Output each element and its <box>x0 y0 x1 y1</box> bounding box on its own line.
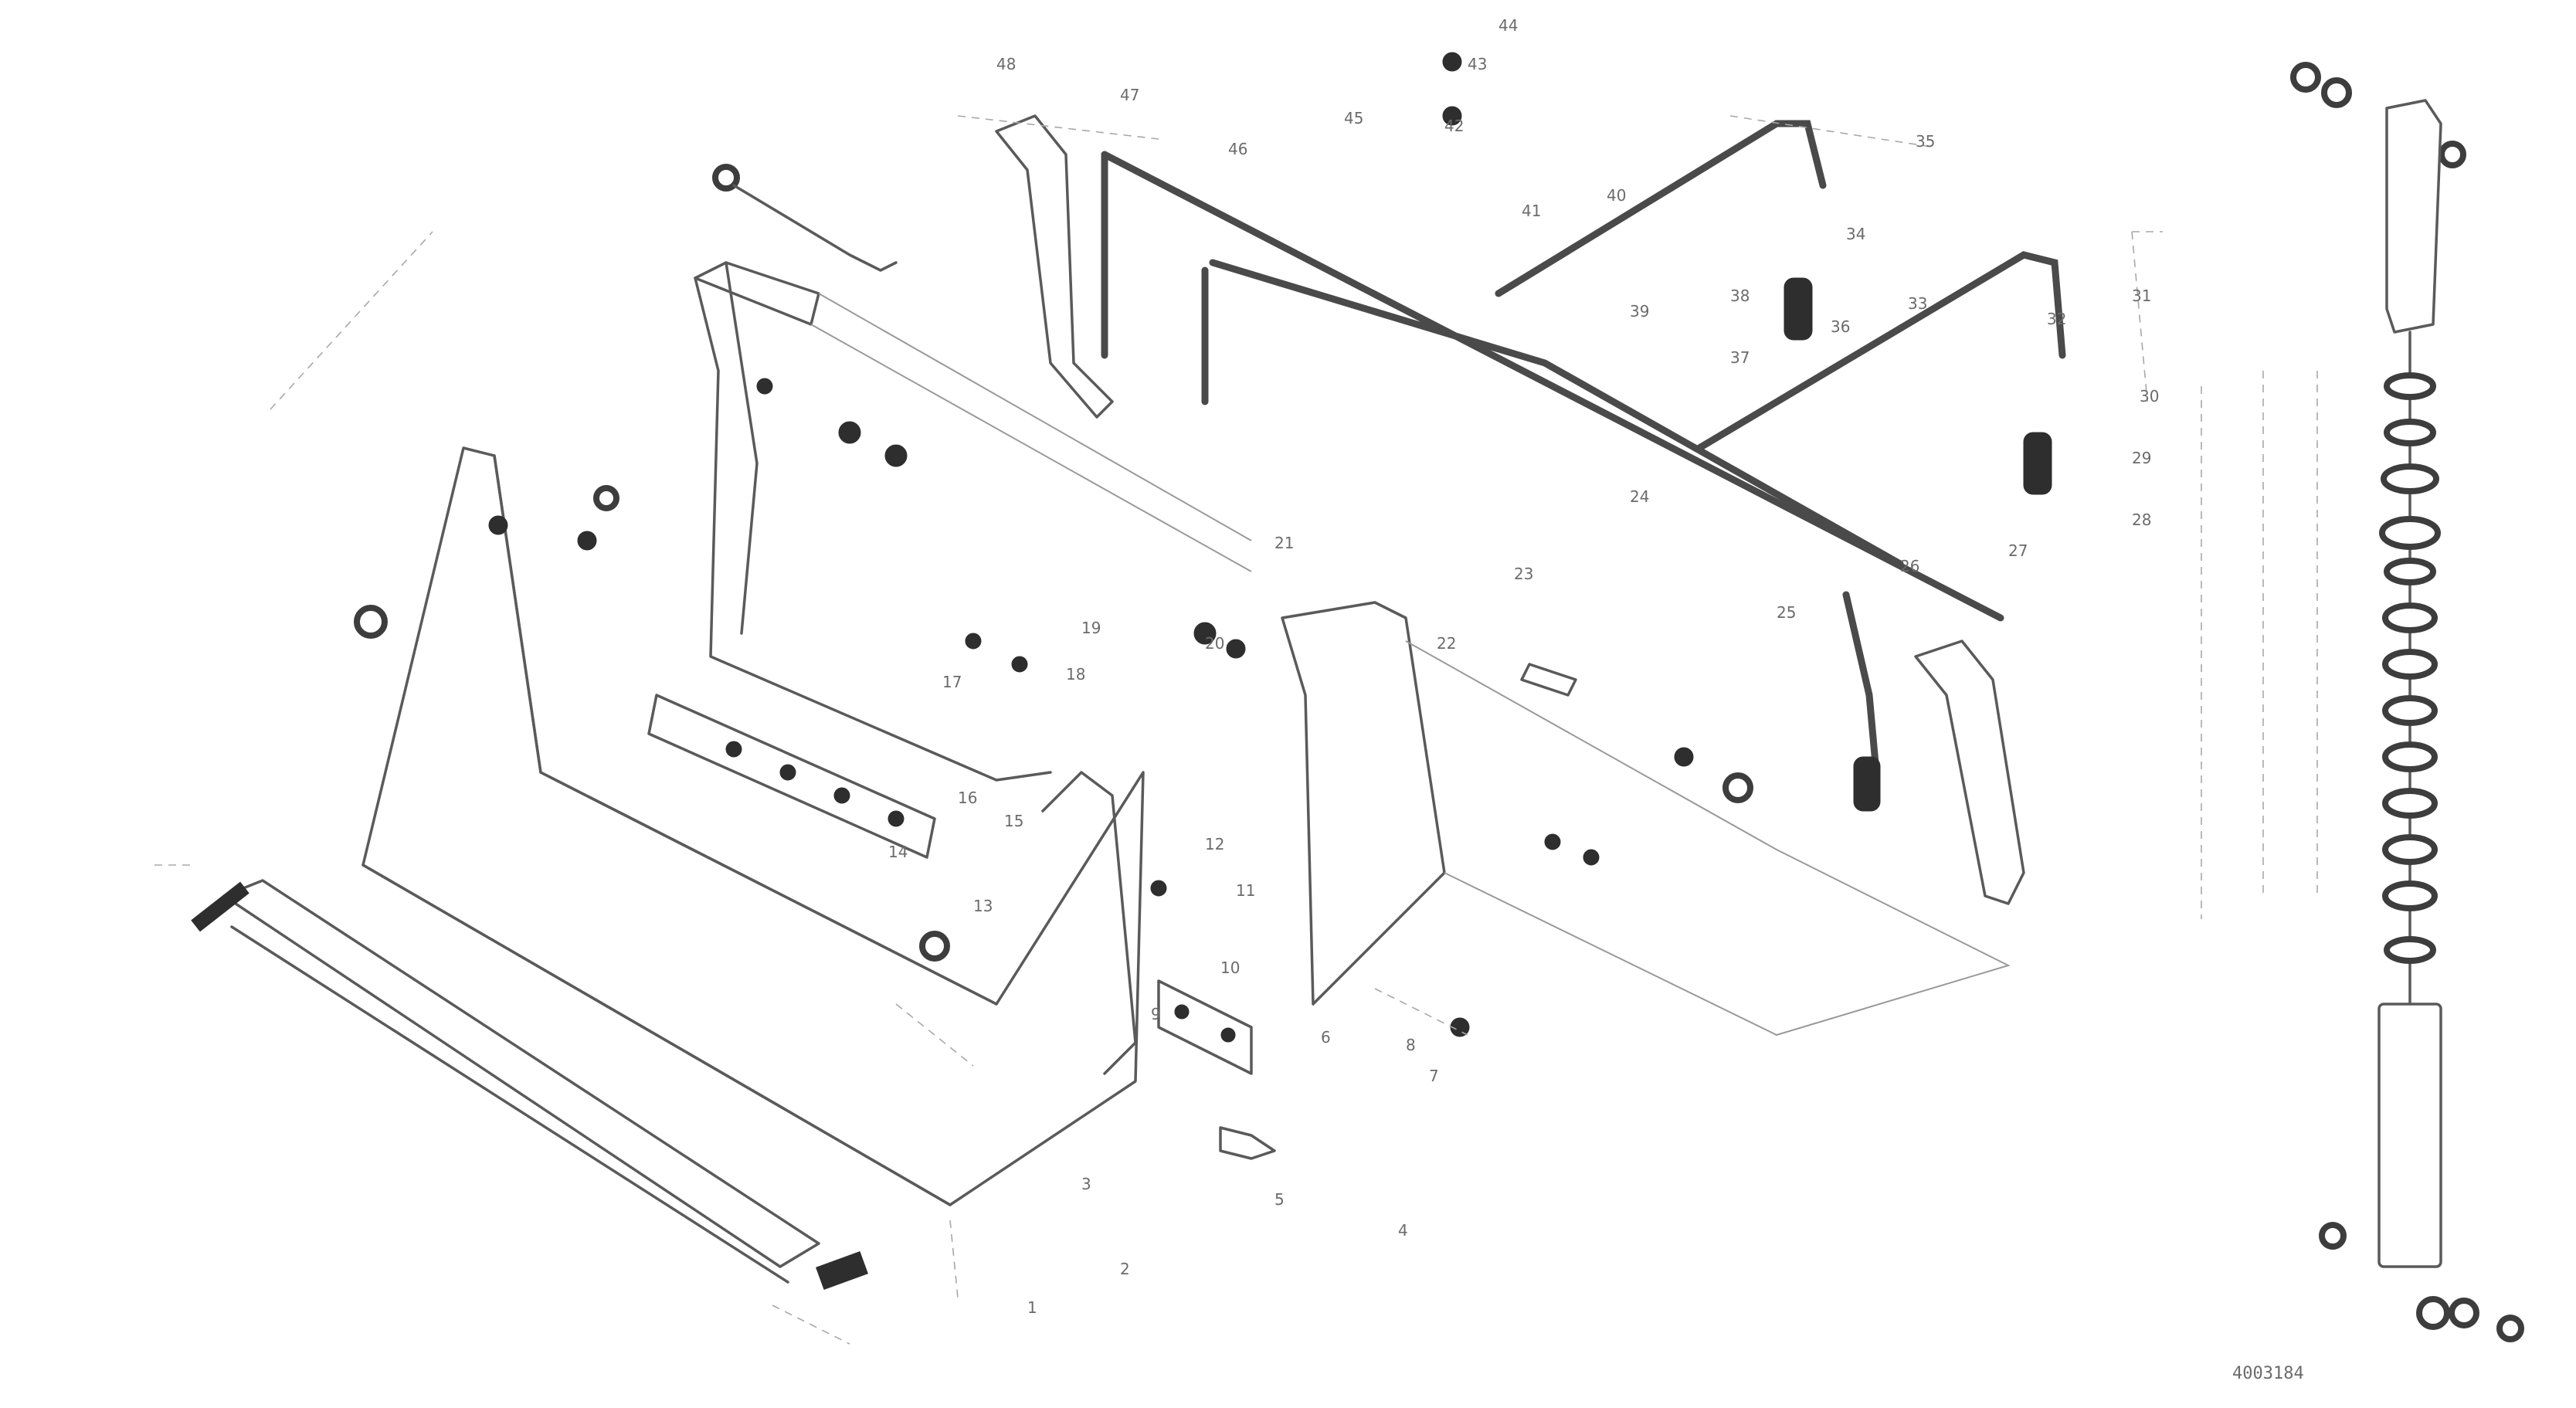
callout-number: 3 <box>1081 1175 1091 1193</box>
callout-number: 18 <box>1066 665 1085 684</box>
callout-number: 44 <box>1498 16 1518 35</box>
callout-number: 25 <box>1777 603 1796 622</box>
callout-number: 17 <box>942 673 962 691</box>
callout-number: 4 <box>1398 1221 1408 1240</box>
callout-number: 29 <box>2132 449 2151 467</box>
callout-number: 48 <box>996 55 1016 73</box>
hydraulic-hoses <box>1101 120 2066 812</box>
callout-number: 1 <box>1027 1298 1037 1317</box>
callout-number: 46 <box>1228 140 1247 158</box>
callout-number: 45 <box>1344 109 1363 127</box>
callout-number: 26 <box>1900 557 1919 575</box>
callout-number: 2 <box>1120 1260 1130 1278</box>
callout-number: 40 <box>1607 186 1626 205</box>
callout-number: 21 <box>1274 534 1294 552</box>
mount-brackets <box>995 114 2025 905</box>
callout-number: 22 <box>1437 634 1456 653</box>
callout-number: 47 <box>1120 86 1139 104</box>
callout-number: 33 <box>1908 294 1927 313</box>
callout-number: 16 <box>958 789 977 807</box>
callout-number: 14 <box>888 843 908 861</box>
callout-number: 39 <box>1630 302 1649 321</box>
callout-number: 6 <box>1321 1028 1331 1047</box>
callout-number: 27 <box>2008 541 2028 560</box>
wear-strip <box>647 694 1253 1075</box>
callout-number: 11 <box>1236 881 1255 900</box>
callout-number: 35 <box>1916 132 1935 151</box>
hydraulic-cylinder <box>2262 62 2524 1342</box>
drawing-reference-code: 4003184 <box>2232 1364 2304 1383</box>
callout-number: 13 <box>973 897 993 915</box>
callout-labels: 4847464544434241403938373635343332313029… <box>888 16 2159 1317</box>
callout-number: 28 <box>2132 511 2151 529</box>
callout-number: 12 <box>1205 835 1224 853</box>
callout-number: 7 <box>1429 1067 1439 1085</box>
callout-number: 9 <box>1151 1005 1161 1023</box>
callout-number: 43 <box>1468 55 1487 73</box>
callout-number: 24 <box>1630 487 1649 506</box>
callout-number: 19 <box>1081 619 1101 637</box>
cutting-edge <box>191 879 868 1290</box>
side-plate <box>1041 601 2011 1075</box>
callout-number: 32 <box>2047 310 2066 328</box>
callout-number: 15 <box>1004 812 1023 830</box>
callout-number: 41 <box>1522 202 1541 220</box>
callout-number: 42 <box>1444 117 1464 135</box>
callout-number: 34 <box>1846 225 1865 243</box>
callout-number: 5 <box>1274 1190 1285 1209</box>
callout-number: 20 <box>1205 634 1224 653</box>
callout-number: 38 <box>1730 287 1750 305</box>
leader-lines <box>154 115 2202 1345</box>
callout-number: 31 <box>2132 287 2151 305</box>
callout-number: 36 <box>1831 317 1850 336</box>
callout-number: 37 <box>1730 348 1750 367</box>
callout-number: 30 <box>2140 387 2159 405</box>
fasteners <box>354 52 1753 1160</box>
callout-number: 23 <box>1514 565 1533 583</box>
bucket <box>361 261 1252 1206</box>
callout-number: 8 <box>1406 1036 1416 1054</box>
callout-number: 10 <box>1220 958 1240 977</box>
